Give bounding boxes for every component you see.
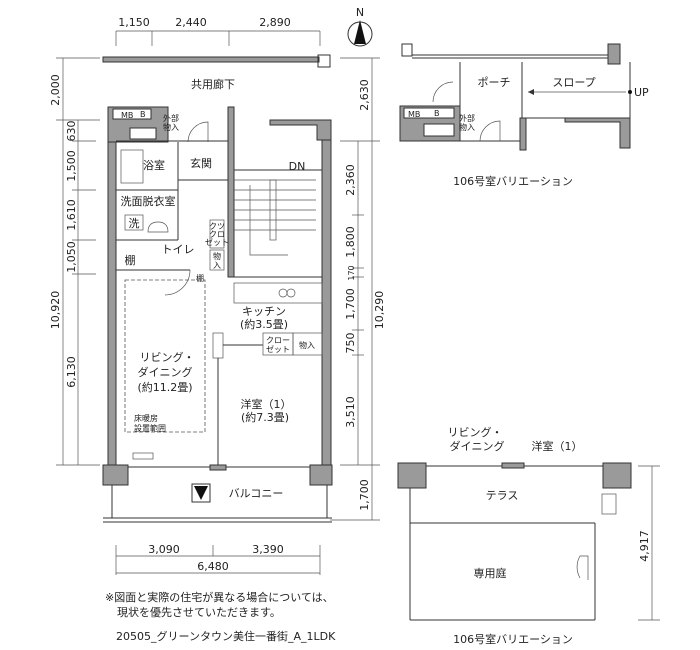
- label-closet-1: クロー: [266, 336, 290, 345]
- label-shoe-1: クツ: [209, 222, 225, 231]
- dim-right-inner-5: 750: [344, 333, 357, 354]
- dim-top-3: 2,890: [259, 16, 291, 29]
- room-washroom: 洗面脱衣室: [121, 194, 176, 208]
- room-balcony: バルコニー: [229, 487, 284, 500]
- var-mb: MB: [408, 110, 420, 119]
- label-shoe-3: ゼット: [205, 237, 229, 247]
- label-storage-2: 物入: [299, 340, 315, 350]
- dim-left-inner-2: 1,500: [65, 150, 78, 182]
- dim-right-inner-3: 170: [347, 265, 356, 280]
- dim-top-1: 1,150: [118, 16, 150, 29]
- label-b: B: [140, 110, 146, 119]
- var-b: B: [434, 109, 440, 118]
- dim-right-inner-1: 2,360: [344, 164, 357, 196]
- bottom-dimensions: 3,090 3,390 6,480: [115, 543, 321, 575]
- var-garden: 専用庭: [474, 566, 507, 580]
- label-storage-1a: 物: [213, 251, 221, 261]
- left-dimensions: 2,000 10,920 630 1,500 1,610 1,050 6,130: [49, 57, 100, 466]
- room-living-1: リビング・: [140, 350, 195, 364]
- room-entrance: 玄関: [190, 156, 212, 170]
- label-closet-2: ゼット: [266, 344, 290, 354]
- floor-heating-1: 床暖房: [134, 413, 158, 423]
- room-toilet: トイレ: [162, 243, 195, 256]
- var-bottom-caption: 106号室バリエーション: [453, 632, 573, 646]
- dim-right-inner-6: 3,510: [344, 396, 357, 428]
- var-slope: スロープ: [552, 76, 595, 89]
- variation-top-plan: ポーチ スロープ UP MB B 外部 物入 106号室バリエーション: [399, 43, 649, 188]
- var-ext-2: 物入: [459, 122, 475, 132]
- label-shelf-2: 棚: [196, 273, 204, 283]
- label-ext-storage-1: 外部: [163, 113, 179, 123]
- dim-right-outer-1: 2,630: [358, 79, 371, 111]
- room-kitchen: キッチン: [242, 305, 286, 318]
- label-shoe-2: クロ: [209, 230, 225, 239]
- dim-bottom-2: 3,390: [252, 543, 284, 556]
- label-washer: 洗: [129, 217, 140, 230]
- var-living-1: リビング・: [448, 425, 503, 439]
- note-line-1: ※図面と実際の住宅が異なる場合については、: [105, 590, 334, 604]
- kitchen-size: (約3.5畳): [240, 317, 288, 331]
- label-shelf: 棚: [125, 253, 136, 267]
- dim-right-inner-4: 1,700: [344, 288, 357, 320]
- dim-right-outer-3: 1,700: [358, 479, 371, 511]
- dim-var-right: 4,917: [638, 530, 651, 562]
- floor-heating-2: 設置範囲: [134, 423, 166, 433]
- north-compass-icon: N: [347, 6, 373, 47]
- room-living-2: ダイニング: [138, 365, 193, 379]
- dim-bottom-1: 3,090: [148, 543, 180, 556]
- plan-caption: 20505_グリーンタウン美住一番街_A_1LDK: [116, 629, 336, 643]
- note-line-2: 現状を優先させていただきます。: [117, 605, 281, 619]
- dim-bottom-total: 6,480: [197, 560, 229, 573]
- dim-right-outer-2: 10,290: [373, 291, 386, 330]
- label-mb: MB: [121, 111, 133, 120]
- var-porch: ポーチ: [478, 76, 511, 89]
- dim-left-inner-1: 630: [65, 121, 78, 142]
- room-western: 洋室（1）: [241, 397, 292, 411]
- label-ext-storage-2: 物入: [163, 122, 179, 132]
- top-dimensions: 1,150 2,440 2,890: [115, 16, 321, 46]
- dim-left-inner-4: 1,050: [65, 241, 78, 273]
- living-size: (約11.2畳): [137, 380, 192, 394]
- room-corridor: 共用廊下: [191, 77, 235, 91]
- dim-left-outer-1: 2,000: [49, 74, 62, 106]
- dim-top-2: 2,440: [175, 16, 207, 29]
- main-unit-plan: 共用廊下 MB B 外部 物入 浴室 玄関 DN 洗面脱衣室 洗 トイレ 棚 棚…: [102, 54, 333, 523]
- right-dimensions: 2,630 10,290 1,700 2,360 1,800 170 1,700…: [330, 57, 386, 521]
- label-dn: DN: [289, 160, 306, 173]
- dim-left-inner-3: 1,610: [65, 199, 78, 231]
- var-up: UP: [634, 86, 649, 99]
- dim-left-outer-2: 10,920: [49, 291, 62, 330]
- western-size: (約7.3畳): [241, 410, 289, 424]
- var-ext-1: 外部: [459, 113, 475, 123]
- var-living-2: ダイニング: [450, 439, 505, 453]
- var-terrace: テラス: [486, 489, 519, 502]
- var-western: 洋室（1）: [532, 439, 583, 453]
- var-top-caption: 106号室バリエーション: [453, 174, 573, 188]
- dim-left-inner-5: 6,130: [65, 356, 78, 388]
- dim-right-inner-2: 1,800: [344, 226, 357, 258]
- label-storage-1b: 入: [213, 261, 221, 270]
- compass-label: N: [356, 6, 364, 19]
- variation-bottom-plan: リビング・ ダイニング 洋室（1） テラス 専用庭 4,917 106号室バリエ…: [397, 425, 660, 646]
- room-bath: 浴室: [143, 158, 165, 172]
